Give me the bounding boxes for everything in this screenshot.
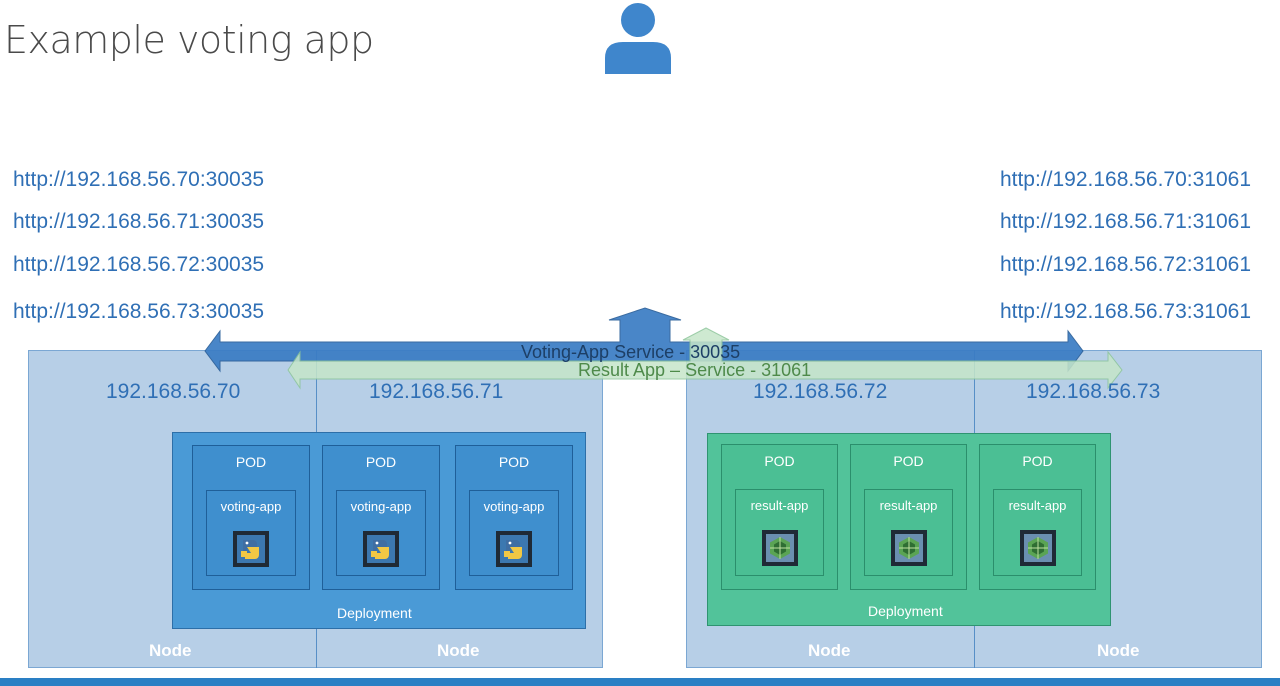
- result-service-arrow: [287, 327, 1123, 390]
- result-service-label: Result App – Service - 31061: [578, 360, 812, 380]
- node-1-ip: 192.168.56.70: [106, 380, 241, 403]
- result-url-3[interactable]: http://192.168.56.72:31061: [999, 253, 1251, 276]
- voting-url-4[interactable]: http://192.168.56.73:30035: [13, 300, 265, 323]
- node-4-label: Node: [1097, 641, 1140, 660]
- nodejs-icon: [761, 530, 798, 566]
- pod-title: POD: [764, 453, 795, 469]
- container-label: voting-app: [350, 499, 412, 514]
- voting-app-container: voting-app: [336, 490, 426, 576]
- result-pod-2: POD result-app: [850, 444, 967, 590]
- footer-bar: [0, 678, 1280, 686]
- result-url-1[interactable]: http://192.168.56.70:31061: [999, 168, 1251, 191]
- container-label: result-app: [1008, 498, 1067, 513]
- voting-deployment-label: Deployment: [337, 605, 412, 621]
- node-2-ip: 192.168.56.71: [369, 380, 504, 403]
- voting-url-2[interactable]: http://192.168.56.71:30035: [13, 210, 265, 233]
- voting-deployment: POD voting-app POD voting-app: [172, 432, 586, 629]
- user-icon: [605, 3, 671, 74]
- result-pod-1: POD result-app: [721, 444, 838, 590]
- node-3-ip: 192.168.56.72: [753, 380, 888, 403]
- container-label: voting-app: [483, 499, 545, 514]
- service-bands: [204, 307, 1123, 390]
- container-label: result-app: [879, 498, 938, 513]
- container-label: result-app: [750, 498, 809, 513]
- voting-service-label: Voting-App Service - 30035: [521, 342, 741, 362]
- python-icon: [233, 531, 269, 567]
- pod-title: POD: [235, 454, 267, 470]
- voting-url-1[interactable]: http://192.168.56.70:30035: [13, 168, 265, 191]
- python-icon: [363, 531, 399, 567]
- container-label: voting-app: [220, 499, 282, 514]
- result-deployment: POD result-app POD result-app: [707, 433, 1111, 626]
- result-app-container: result-app: [735, 489, 824, 576]
- python-icon: [496, 531, 532, 567]
- pod-title: POD: [893, 453, 924, 469]
- pod-title: POD: [498, 454, 530, 470]
- voting-pod-1: POD voting-app: [192, 445, 310, 590]
- node-4-ip: 192.168.56.73: [1026, 380, 1161, 403]
- pod-title: POD: [365, 454, 397, 470]
- voting-pod-3: POD voting-app: [455, 445, 573, 590]
- result-app-container: result-app: [864, 489, 953, 576]
- nodejs-icon: [890, 530, 927, 566]
- voting-app-container: voting-app: [469, 490, 559, 576]
- result-pod-3: POD result-app: [979, 444, 1096, 590]
- pod-title: POD: [1022, 453, 1053, 469]
- node-1-label: Node: [149, 641, 192, 660]
- voting-url-3[interactable]: http://192.168.56.72:30035: [13, 253, 265, 276]
- nodejs-icon: [1019, 530, 1056, 566]
- result-url-4[interactable]: http://192.168.56.73:31061: [999, 300, 1251, 323]
- result-url-2[interactable]: http://192.168.56.71:31061: [999, 210, 1251, 233]
- voting-pod-2: POD voting-app: [322, 445, 440, 590]
- node-3-label: Node: [808, 641, 851, 660]
- voting-app-container: voting-app: [206, 490, 296, 576]
- result-deployment-label: Deployment: [868, 603, 943, 619]
- result-app-container: result-app: [993, 489, 1082, 576]
- page-title: Example voting app: [4, 18, 374, 62]
- node-2-label: Node: [437, 641, 480, 660]
